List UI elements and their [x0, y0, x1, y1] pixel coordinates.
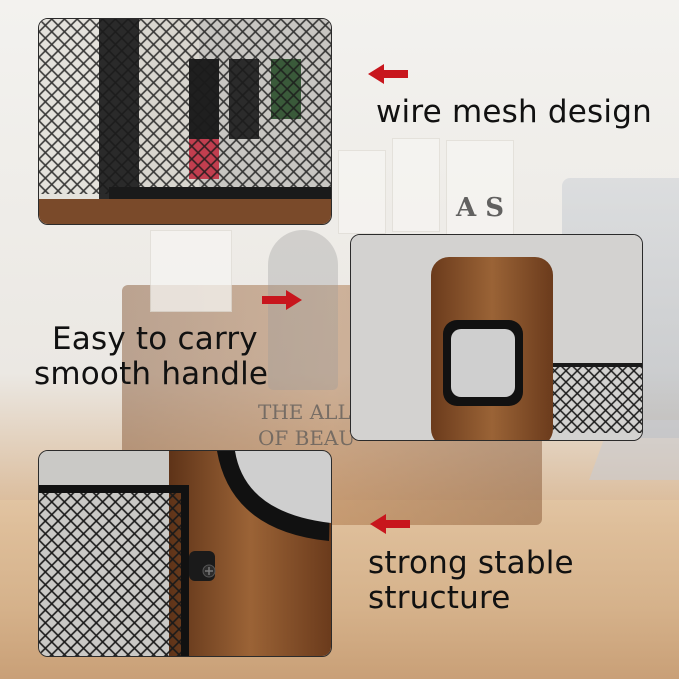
background-book-title: A S	[446, 140, 514, 236]
wire-mesh-caption: wire mesh design	[376, 94, 652, 130]
arrow-icon	[262, 290, 302, 310]
handle-detail-photo	[351, 235, 642, 440]
structure-caption-line1: strong stable	[368, 545, 574, 581]
arrow-icon	[370, 514, 410, 534]
structure-detail-panel	[38, 450, 332, 657]
background-book	[150, 230, 232, 312]
magazine-portrait	[268, 230, 338, 390]
magazine-text: THE ALL	[258, 400, 351, 424]
handle-caption-line2: smooth handle	[34, 356, 269, 392]
handle-detail-panel	[350, 234, 643, 441]
structure-detail-photo	[39, 451, 331, 656]
background-book	[392, 138, 440, 232]
mesh-detail-panel	[38, 18, 332, 225]
structure-caption-line2: structure	[368, 580, 511, 616]
handle-caption-line1: Easy to carry	[52, 321, 258, 357]
background-book	[338, 150, 386, 234]
magazine-text: OF BEAU	[258, 426, 356, 450]
arrow-icon	[368, 64, 408, 84]
mesh-detail-photo	[39, 19, 331, 224]
